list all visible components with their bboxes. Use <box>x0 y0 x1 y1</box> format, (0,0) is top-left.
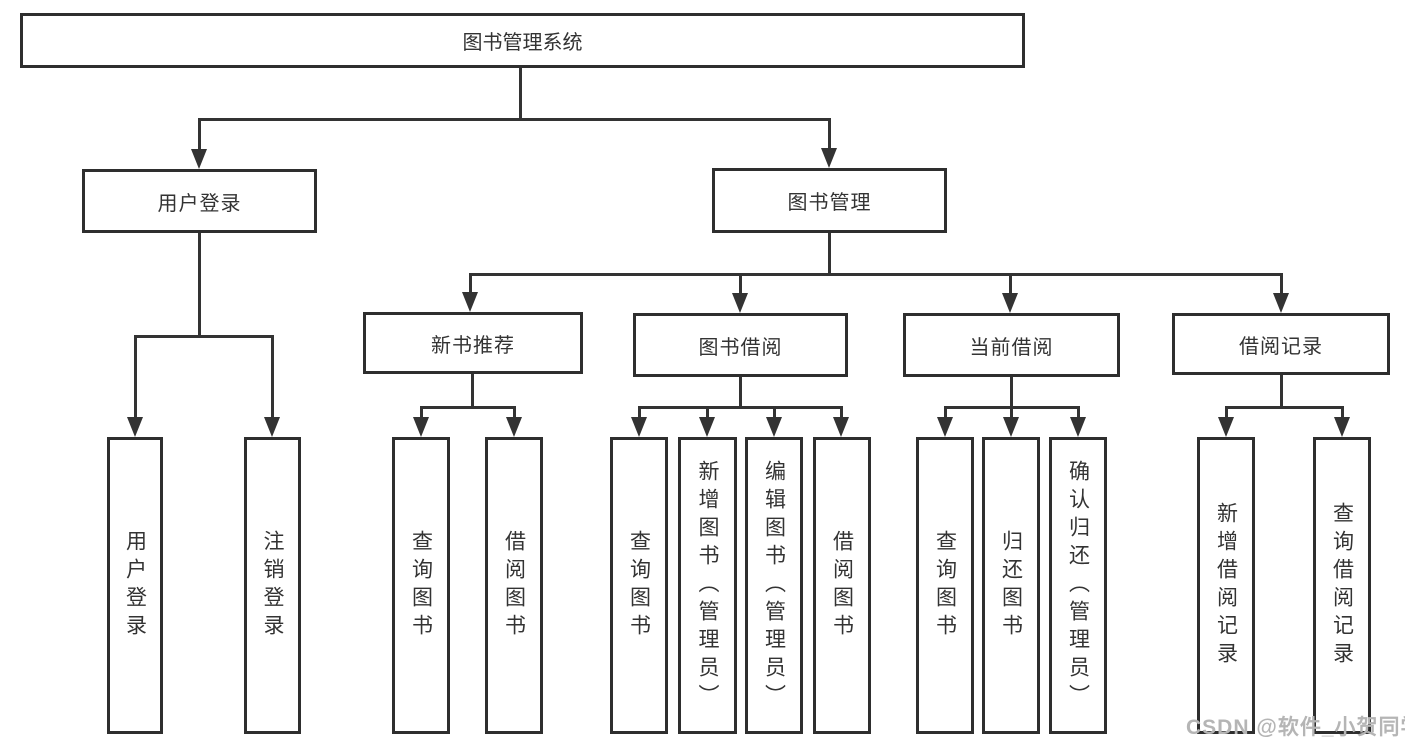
connector-line <box>471 374 474 406</box>
arrowhead-down-icon <box>127 417 143 437</box>
arrowhead-down-icon <box>631 417 647 437</box>
connector-line <box>944 409 947 417</box>
node-current-borrowing: 当前借阅 <box>903 313 1120 377</box>
arrowhead-down-icon <box>937 417 953 437</box>
connector-line <box>1280 276 1283 293</box>
connector-line <box>706 409 709 417</box>
arrowhead-down-icon <box>1002 293 1018 313</box>
connector-line <box>1010 409 1013 417</box>
arrowhead-down-icon <box>1003 417 1019 437</box>
connector-line <box>271 338 274 417</box>
connector-line <box>739 276 742 293</box>
connector-line <box>1280 375 1283 406</box>
csdn-watermark: CSDN @软件_小贺同学 <box>1186 716 1405 739</box>
connector-line <box>638 409 641 417</box>
arrowhead-down-icon <box>462 292 478 312</box>
leaf-user-login: 用户登录 <box>107 437 163 734</box>
node-user-login: 用户登录 <box>82 169 317 233</box>
connector-line <box>469 276 472 292</box>
connector-line <box>828 233 831 273</box>
arrowhead-down-icon <box>766 417 782 437</box>
arrowhead-down-icon <box>821 148 837 168</box>
leaf-bb-add-books-admin: 新增图书（管理员） <box>678 437 737 734</box>
arrowhead-down-icon <box>191 149 207 169</box>
leaf-cb-confirm-return-admin: 确认归还（管理员） <box>1049 437 1107 734</box>
arrowhead-down-icon <box>413 417 429 437</box>
leaf-logout: 注销登录 <box>244 437 301 734</box>
connector-line <box>513 409 516 417</box>
leaf-bb-edit-books-admin: 编辑图书（管理员） <box>745 437 803 734</box>
arrowhead-down-icon <box>833 417 849 437</box>
connector-line <box>134 338 137 417</box>
node-new-book-recommendation: 新书推荐 <box>363 312 583 374</box>
arrowhead-down-icon <box>732 293 748 313</box>
connector-line <box>134 335 274 338</box>
connector-line <box>638 406 843 409</box>
arrowhead-down-icon <box>699 417 715 437</box>
connector-line <box>420 409 423 417</box>
leaf-bb-query-books: 查询图书 <box>610 437 668 734</box>
node-book-management: 图书管理 <box>712 168 947 233</box>
connector-line <box>469 273 1283 276</box>
connector-line <box>1077 409 1080 417</box>
arrowhead-down-icon <box>264 417 280 437</box>
connector-line <box>198 118 831 121</box>
connector-line <box>1225 409 1228 417</box>
connector-line <box>840 409 843 417</box>
connector-line <box>773 409 776 417</box>
connector-line <box>198 121 201 149</box>
arrowhead-down-icon <box>1218 417 1234 437</box>
leaf-bb-borrow-books: 借阅图书 <box>813 437 871 734</box>
connector-line <box>519 68 522 120</box>
leaf-cb-return-books: 归还图书 <box>982 437 1040 734</box>
leaf-br-add-record: 新增借阅记录 <box>1197 437 1255 734</box>
arrowhead-down-icon <box>1273 293 1289 313</box>
node-book-borrowing: 图书借阅 <box>633 313 848 377</box>
connector-line <box>1225 406 1344 409</box>
arrowhead-down-icon <box>506 417 522 437</box>
leaf-rec-query-books: 查询图书 <box>392 437 450 734</box>
leaf-br-query-record: 查询借阅记录 <box>1313 437 1371 734</box>
node-library-management-system: 图书管理系统 <box>20 13 1025 68</box>
arrowhead-down-icon <box>1334 417 1350 437</box>
connector-line <box>420 406 516 409</box>
leaf-cb-query-books: 查询图书 <box>916 437 974 734</box>
connector-line <box>1010 377 1013 406</box>
connector-line <box>739 377 742 406</box>
connector-line <box>944 406 1080 409</box>
connector-line <box>1009 276 1012 293</box>
connector-line <box>198 233 201 335</box>
connector-line <box>828 121 831 148</box>
arrowhead-down-icon <box>1070 417 1086 437</box>
node-borrowing-records: 借阅记录 <box>1172 313 1390 375</box>
leaf-rec-borrow-books: 借阅图书 <box>485 437 543 734</box>
connector-line <box>1341 409 1344 417</box>
